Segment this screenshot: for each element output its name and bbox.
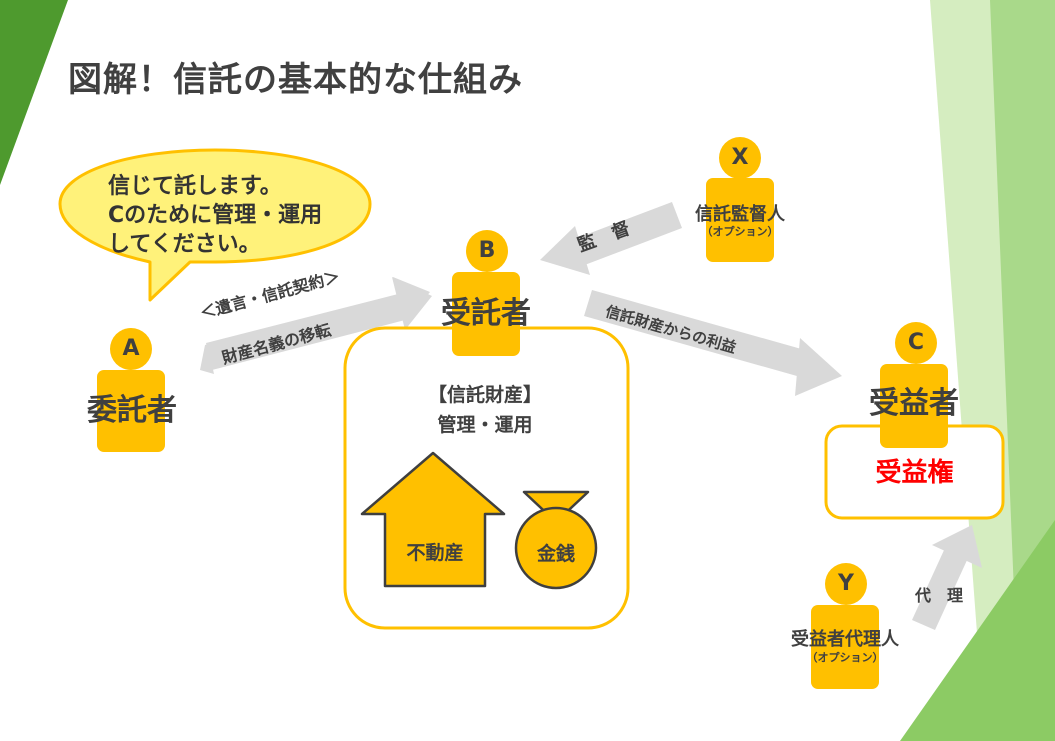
party-c-head: C — [895, 322, 937, 364]
party-a-head: A — [110, 328, 152, 370]
party-c-role: 受益者 — [869, 386, 959, 421]
supervision-arrow-head — [540, 226, 590, 275]
money-bag-icon — [514, 506, 598, 590]
representation-arrow-label: 代 理 — [915, 586, 964, 605]
representation-arrow-head — [932, 525, 982, 568]
party-b-body — [452, 272, 520, 356]
party-x-note: （オプション） — [701, 225, 779, 238]
transfer-arrow-head — [392, 277, 432, 330]
slide-title: 図解！信託の基本的な仕組み — [68, 60, 523, 100]
party-a-body — [97, 370, 165, 452]
party-y-head: Y — [825, 563, 867, 605]
speech-bubble — [58, 148, 372, 302]
party-b-head: B — [466, 230, 508, 272]
money-label: 金銭 — [536, 543, 575, 565]
party-c-body — [880, 364, 948, 448]
corner-decoration-right-bottom — [900, 520, 1055, 741]
corner-decoration-left — [0, 0, 68, 185]
supervision-arrow-body — [572, 202, 682, 266]
speech-bubble-text: 信じて託します。 Cのために管理・運用 してください。 — [108, 174, 323, 257]
party-y-note: （オプション） — [806, 651, 884, 664]
party-x-body — [706, 178, 774, 262]
party-x-role: 信託監督人 — [695, 204, 785, 225]
profit-arrow-head — [795, 338, 842, 396]
profit-arrow-body — [584, 290, 812, 378]
beneficial-right-label: 受益権 — [875, 458, 954, 488]
transfer-arrow-body — [206, 294, 405, 370]
party-a-role: 委託者 — [87, 393, 177, 428]
party-b-role: 受託者 — [441, 296, 531, 331]
party-y-role: 受益者代理人 — [791, 629, 899, 650]
representation-arrow-body — [912, 548, 968, 630]
real-estate-label: 不動産 — [406, 542, 464, 564]
party-x-head: X — [719, 137, 761, 179]
trust-property-heading: 【信託財産】 — [427, 384, 542, 406]
house-icon — [360, 451, 506, 588]
party-y-body — [811, 605, 879, 689]
trust-property-subheading: 管理・運用 — [437, 414, 533, 436]
